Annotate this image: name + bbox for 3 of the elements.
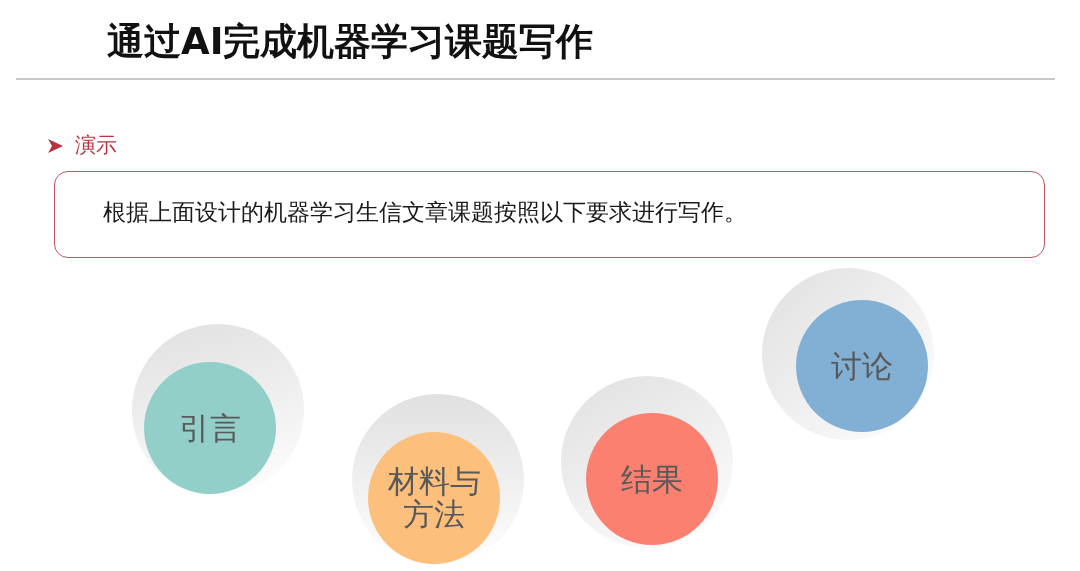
instruction-box: 根据上面设计的机器学习生信文章课题按照以下要求进行写作。 — [54, 171, 1045, 258]
slide-title: 通过AI完成机器学习课题写作 — [107, 19, 594, 65]
section-heading: 演示 — [75, 132, 117, 159]
